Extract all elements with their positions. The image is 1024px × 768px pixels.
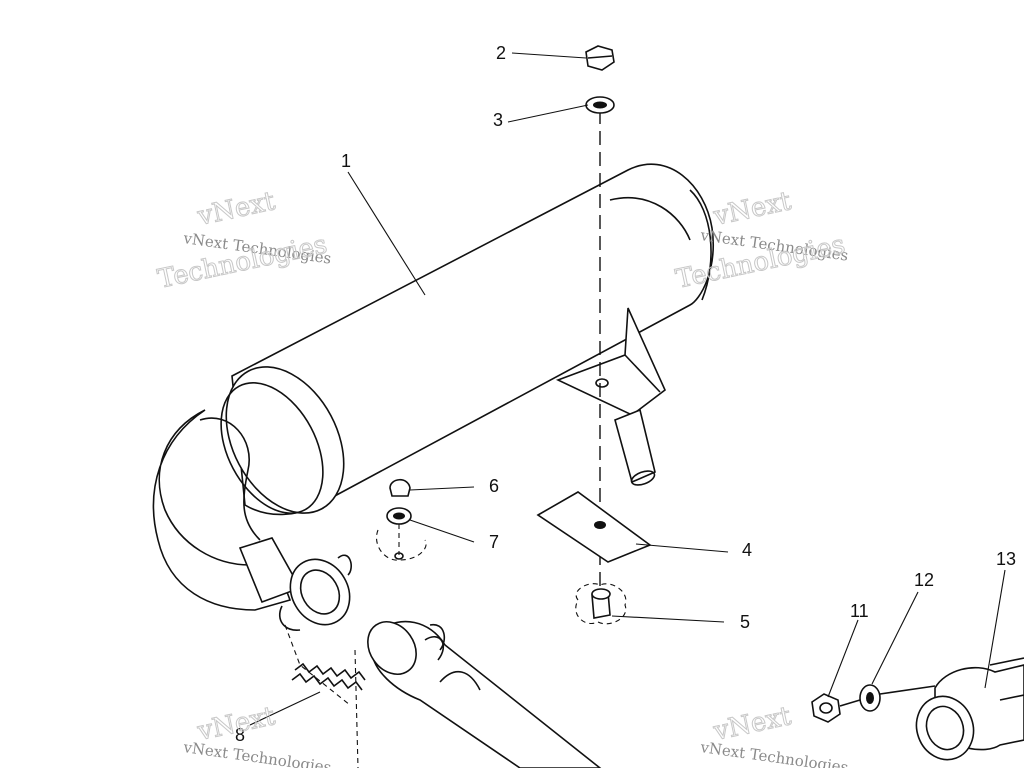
callout-8: 8 (235, 725, 245, 745)
nut-part-11 (811, 693, 841, 723)
spring-part-8 (284, 624, 366, 768)
svg-text:vNext Technologies: vNext Technologies (698, 738, 849, 768)
svg-text:vNext Technologies: vNext Technologies (181, 738, 332, 768)
exhaust-pipe (367, 620, 602, 768)
callout-1: 1 (341, 151, 351, 171)
callout-12: 12 (914, 570, 934, 590)
muffler-body (220, 163, 714, 516)
plate-part-4 (536, 491, 652, 563)
washer-part-12 (839, 684, 936, 712)
nut-part-2 (585, 45, 615, 71)
callout-13: 13 (996, 549, 1016, 569)
watermark-top-left: vNext vNext Technologies Technologies (155, 186, 333, 296)
callout-2: 2 (496, 43, 506, 63)
svg-text:vNext: vNext (710, 186, 794, 232)
grommet-part-5 (575, 583, 627, 625)
callout-4: 4 (742, 540, 752, 560)
washer-part-7 (376, 507, 427, 561)
inlet-elbow (152, 409, 352, 631)
callout-6: 6 (489, 476, 499, 496)
leader-lines (249, 52, 1006, 726)
callout-3: 3 (493, 110, 503, 130)
mounting-bracket (555, 307, 666, 486)
svg-text:vNext: vNext (194, 186, 278, 232)
callout-11: 11 (850, 601, 869, 621)
flange-pipe-part-13 (915, 657, 1024, 761)
callout-7: 7 (489, 532, 499, 552)
callout-5: 5 (740, 612, 750, 632)
washer-part-3 (585, 96, 615, 114)
watermark-bottom-left: vNext vNext Technologies (181, 701, 332, 768)
cap-part-6 (389, 478, 411, 497)
